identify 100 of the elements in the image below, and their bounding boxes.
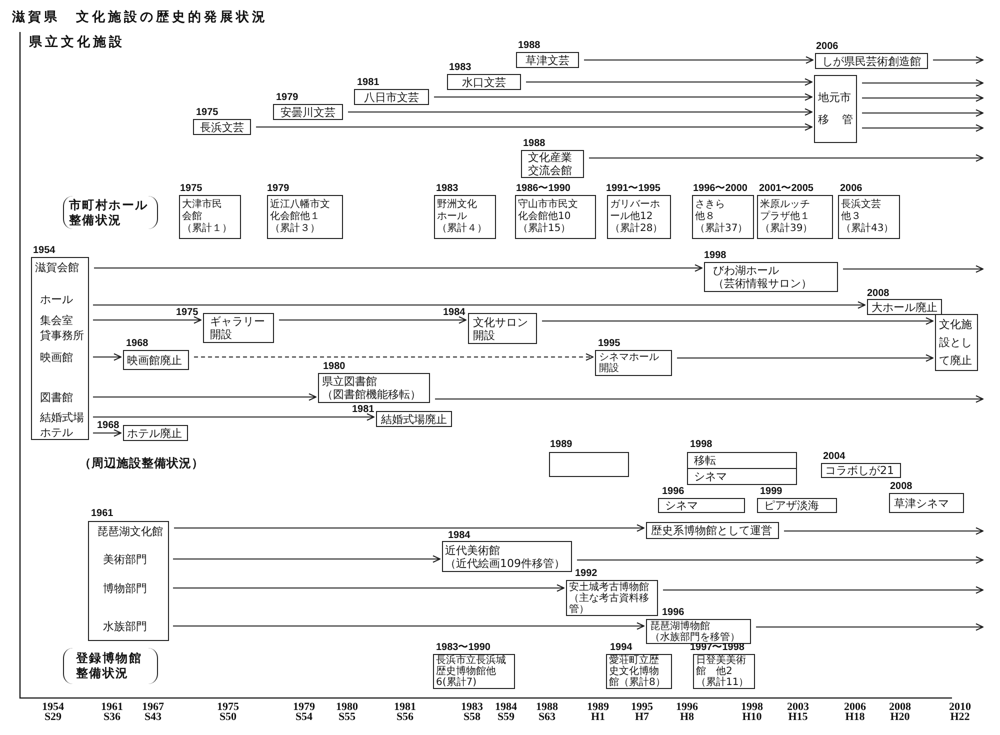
event-box: [757, 498, 837, 513]
event-box: [468, 313, 537, 344]
box-title: 琵琶湖博物館: [650, 620, 711, 632]
event-box: [889, 493, 964, 513]
event-box: [193, 119, 251, 135]
event-box: [318, 373, 430, 403]
event-box: [521, 150, 584, 178]
box-title: 八日市文芸: [364, 90, 419, 104]
box-title: 文化サロン開設: [473, 316, 529, 342]
year-label: 1997〜1998: [690, 642, 744, 653]
box-title: コラボしが21: [825, 464, 895, 477]
year-label: 1984: [443, 307, 466, 318]
axis-era-label: S29: [44, 712, 62, 722]
item-label: ホール: [40, 292, 73, 307]
box-title: 守山市市民文化会館他10: [518, 199, 579, 222]
event-box: [693, 654, 755, 689]
event-box: [595, 350, 672, 376]
facility-group-box: [31, 257, 89, 440]
box-note: （累計３）: [270, 223, 321, 235]
year-label: 1998: [704, 250, 726, 261]
arrow: [862, 109, 984, 117]
year-label: 2001〜2005: [759, 183, 814, 194]
arrow: [526, 78, 813, 86]
box-title: 野洲文化ホール: [437, 199, 478, 222]
arrow: [756, 623, 984, 631]
axis-year-label: 1975: [217, 702, 239, 712]
year-label: 1975: [176, 307, 198, 318]
box-title: ガリバーホール他12: [610, 199, 661, 222]
axis-year-label: 1996: [676, 702, 698, 712]
box-title: 長浜文芸: [200, 120, 244, 134]
axis-year-label: 2010: [949, 702, 971, 712]
year-label: 2006: [816, 41, 838, 52]
arrow: [256, 123, 813, 131]
box-title: 日登美美術館 他2: [696, 655, 747, 677]
event-box: [123, 425, 188, 441]
event-box: [376, 411, 452, 427]
box-title: 県立図書館: [322, 375, 378, 388]
axis-year-label: 1983: [461, 702, 483, 712]
box-title: 近江八幡市文化会館他１: [270, 199, 331, 222]
box-title: 草津文芸: [526, 54, 570, 66]
axis-year-label: 2003: [787, 702, 809, 712]
axis-year-label: 1998: [741, 702, 763, 712]
box-title: 近代美術館: [445, 544, 501, 556]
axis-era-label: H22: [950, 712, 970, 722]
event-box: [814, 75, 857, 143]
event-box: [687, 452, 797, 485]
section-label: 登録博物館整備状況: [63, 648, 158, 684]
year-label: 1992: [575, 568, 598, 579]
event-box: [566, 580, 658, 616]
year-label: 1996〜2000: [693, 183, 748, 194]
year-label: 2008: [867, 288, 890, 299]
year-label: 1984: [448, 530, 470, 541]
axis-era-label: H1: [590, 712, 606, 722]
event-box: [692, 195, 754, 239]
event-box: [838, 195, 900, 239]
box-title: 移転: [694, 454, 716, 467]
arrow: [173, 622, 645, 630]
box-title: 長浜市立長浜城歴史博物館他6(累計7): [436, 655, 507, 688]
box-title: 大津市民会館: [182, 199, 223, 222]
event-box: [606, 654, 672, 689]
arrow: [862, 79, 984, 87]
box-note: （累計11）: [696, 677, 750, 688]
axis-era-label: S63: [538, 712, 556, 722]
arrow: [862, 124, 984, 132]
arrow: [93, 393, 317, 401]
event-box: [267, 195, 343, 239]
item-label: 水族部門: [103, 618, 147, 634]
item-label: 映画館: [40, 350, 73, 364]
section-label: （周辺施設整備状況）: [79, 456, 204, 471]
box-title: 安土城考古博物館: [569, 582, 650, 592]
year-label: 2006: [840, 183, 862, 194]
box-title: 結婚式場廃止: [381, 412, 447, 426]
year-label: 1981: [352, 404, 374, 415]
year-label: 1980: [323, 361, 346, 372]
axis-era-label: H8: [680, 712, 694, 722]
event-box: [203, 313, 274, 343]
year-label: 1983: [449, 62, 472, 73]
axis-era-label: S55: [338, 712, 356, 722]
box-title: 長浜文芸他３: [841, 199, 882, 222]
axis-era-label: H20: [890, 712, 910, 722]
year-label: 1996: [662, 486, 684, 497]
year-label: 1979: [267, 183, 290, 194]
box-title: 米原ルッチプラザ他１: [760, 199, 811, 222]
event-box: [757, 195, 833, 239]
year-label: 1995: [598, 338, 620, 349]
year-label: 1989: [550, 439, 572, 450]
diagram-title: 滋賀県 文化施設の歴史的発展状況: [12, 10, 268, 26]
item-label: 美術部門: [103, 552, 147, 566]
arrow: [677, 354, 934, 362]
arrow: [589, 154, 984, 162]
event-box: [515, 195, 596, 239]
axis-year-label: 2006: [844, 702, 866, 712]
arrow: [173, 584, 565, 592]
year-label: 1991〜1995: [606, 183, 660, 194]
item-label: 集会室: [40, 313, 73, 328]
year-label: 1975: [196, 107, 218, 118]
box-note: （図書館機能移転）: [322, 388, 422, 401]
arrow: [94, 264, 703, 272]
axis-year-label: 1961: [101, 702, 123, 712]
box-title: 大ホール廃止: [872, 300, 938, 314]
